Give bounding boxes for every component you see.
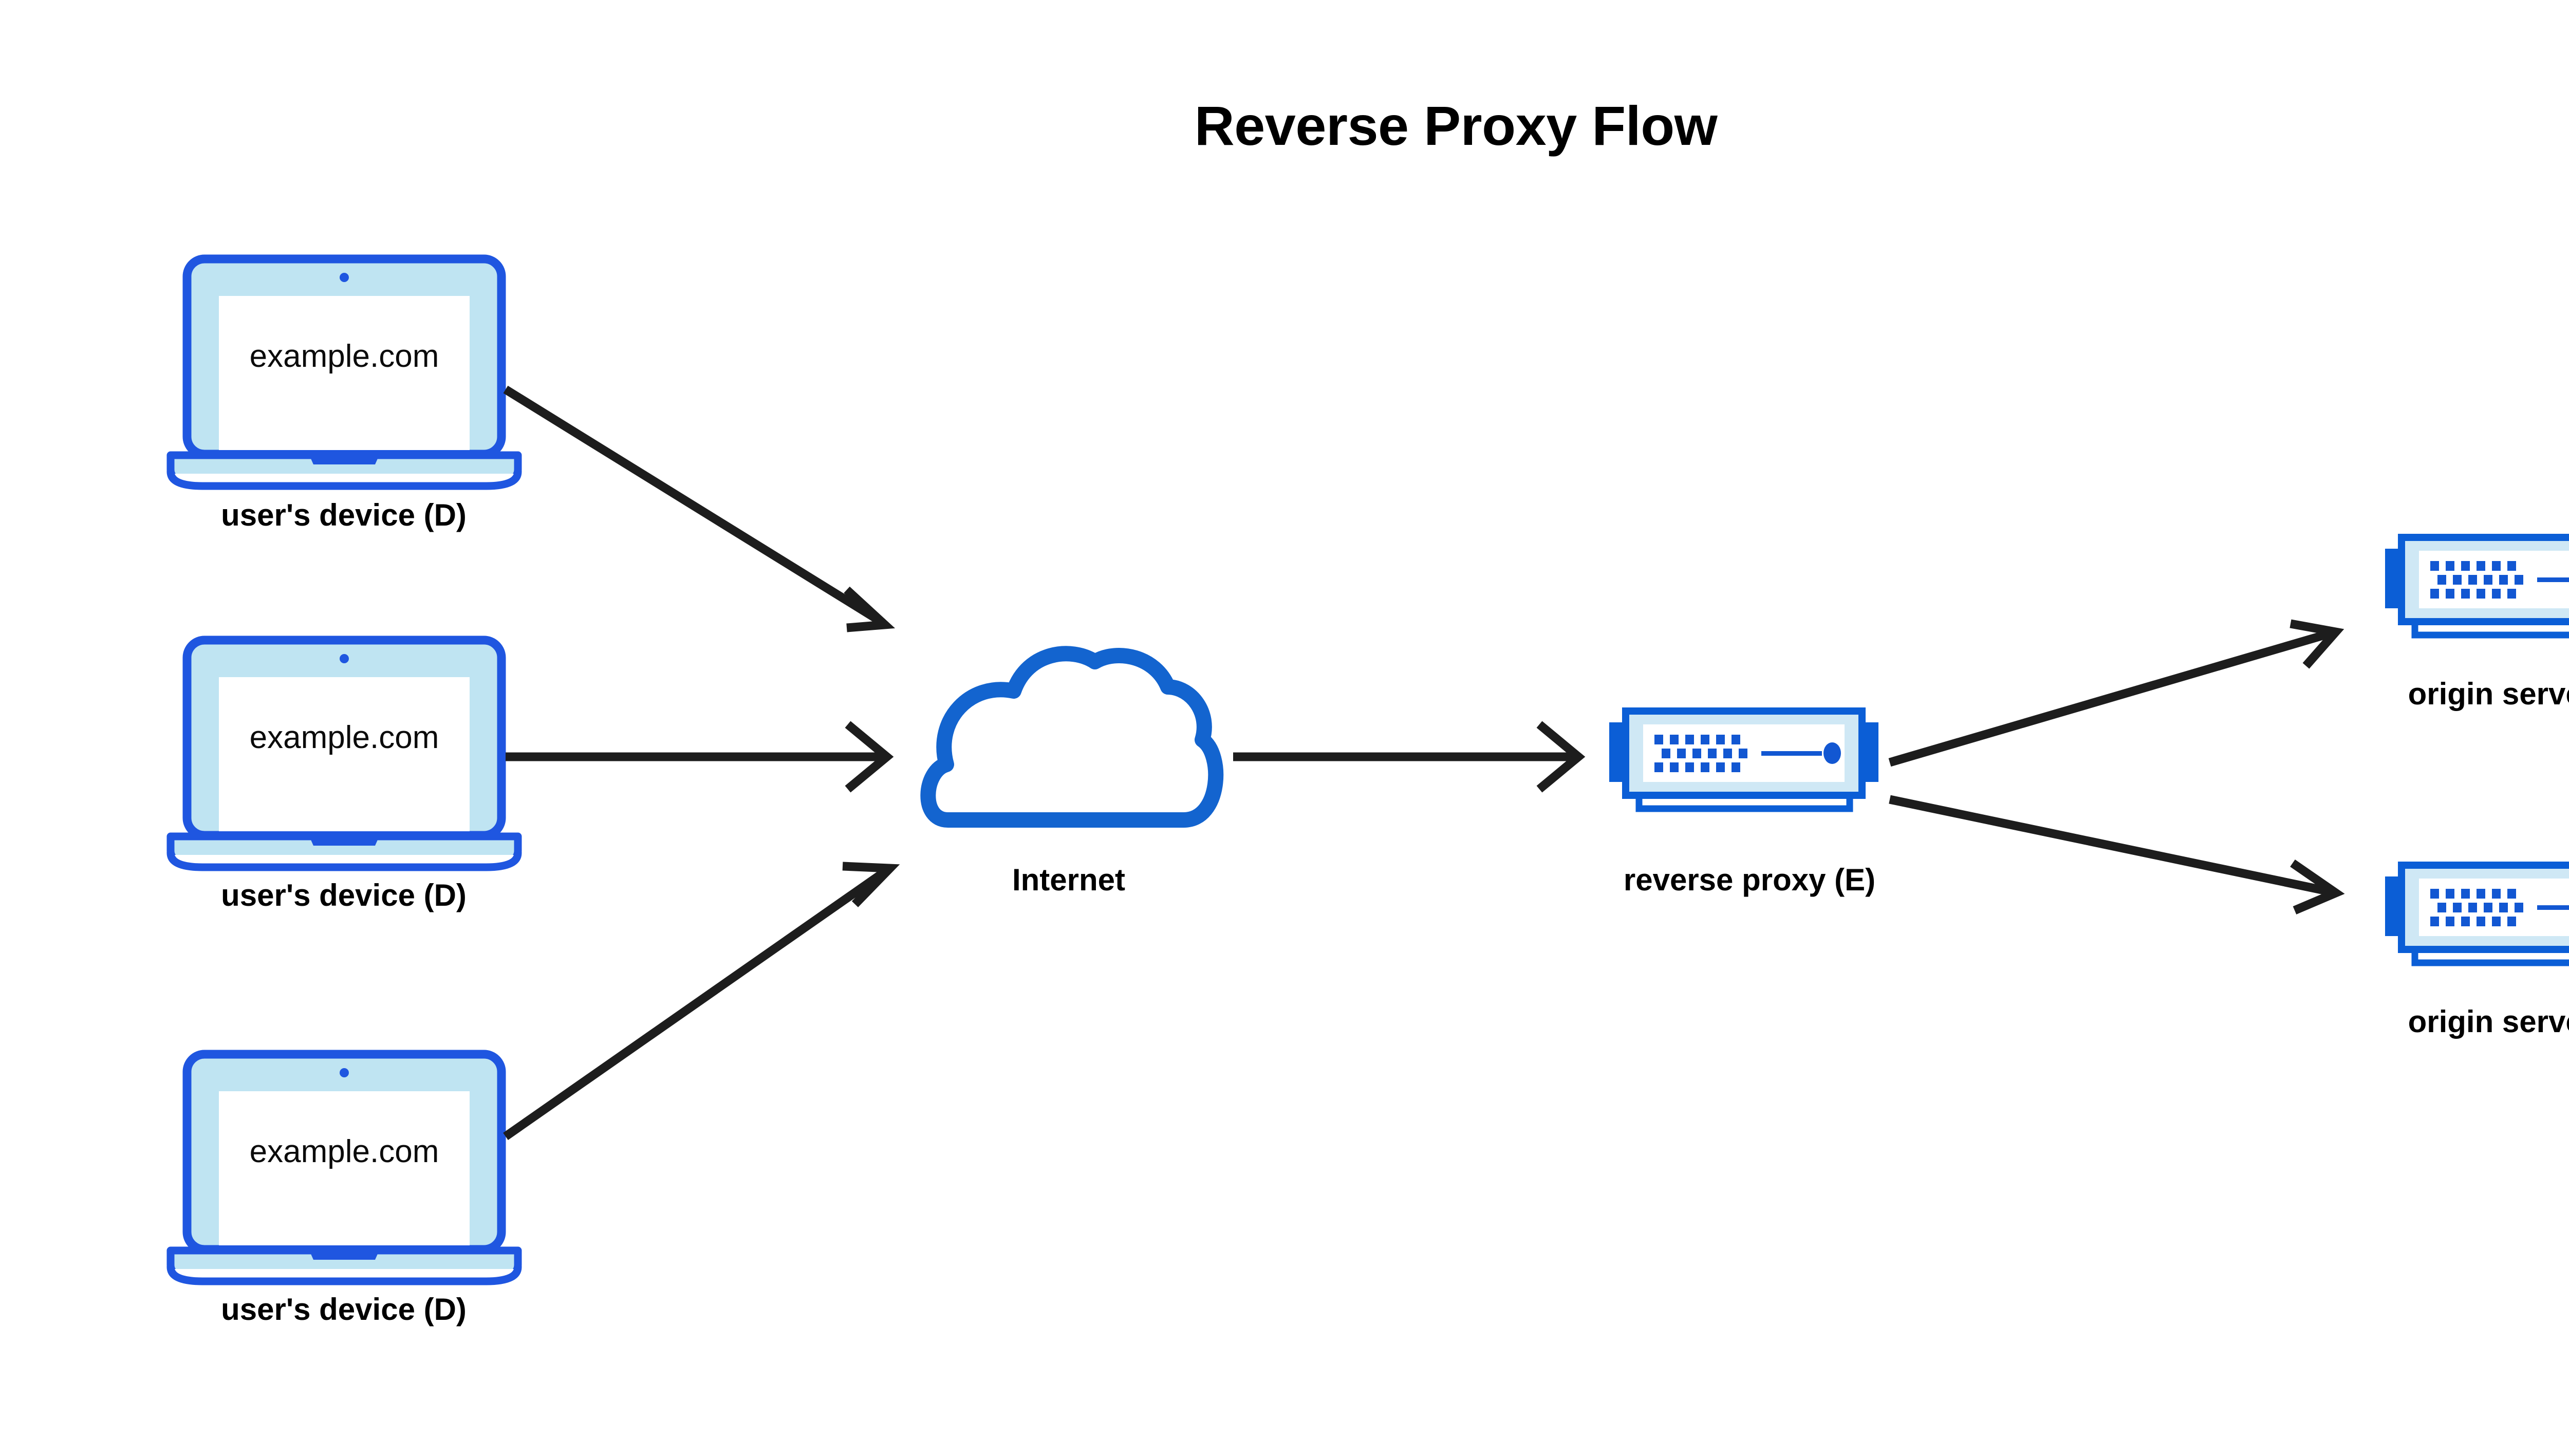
server-icon	[1609, 711, 1878, 809]
node-label-device-middle: user's device (D)	[221, 878, 467, 912]
server-icon	[2385, 537, 2569, 635]
node-label-origin-bottom: origin server (F)	[2408, 1004, 2569, 1039]
node-label-device-top: user's device (D)	[221, 498, 467, 532]
device-screen-text: example.com	[249, 720, 439, 755]
page-title: Reverse Proxy Flow	[1194, 95, 1718, 157]
cloud-icon	[920, 646, 1224, 828]
node-label-origin-top: origin server (F)	[2408, 677, 2569, 711]
edge-device-bottom-to-internet	[503, 862, 900, 1140]
edge-internet-to-reverse-proxy	[1233, 721, 1586, 793]
node-label-internet: Internet	[1012, 863, 1126, 897]
edge-device-top-to-internet	[503, 385, 896, 632]
node-label-reverse-proxy: reverse proxy (E)	[1623, 863, 1876, 897]
edge-device-middle-to-internet	[506, 721, 894, 793]
edge-reverse-proxy-to-origin-bottom	[1889, 795, 2345, 914]
device-screen-text: example.com	[249, 339, 439, 374]
edge-reverse-proxy-to-origin-top	[1888, 619, 2344, 767]
node-label-device-bottom: user's device (D)	[221, 1292, 467, 1327]
server-icon	[2385, 865, 2569, 963]
device-screen-text: example.com	[249, 1134, 439, 1169]
